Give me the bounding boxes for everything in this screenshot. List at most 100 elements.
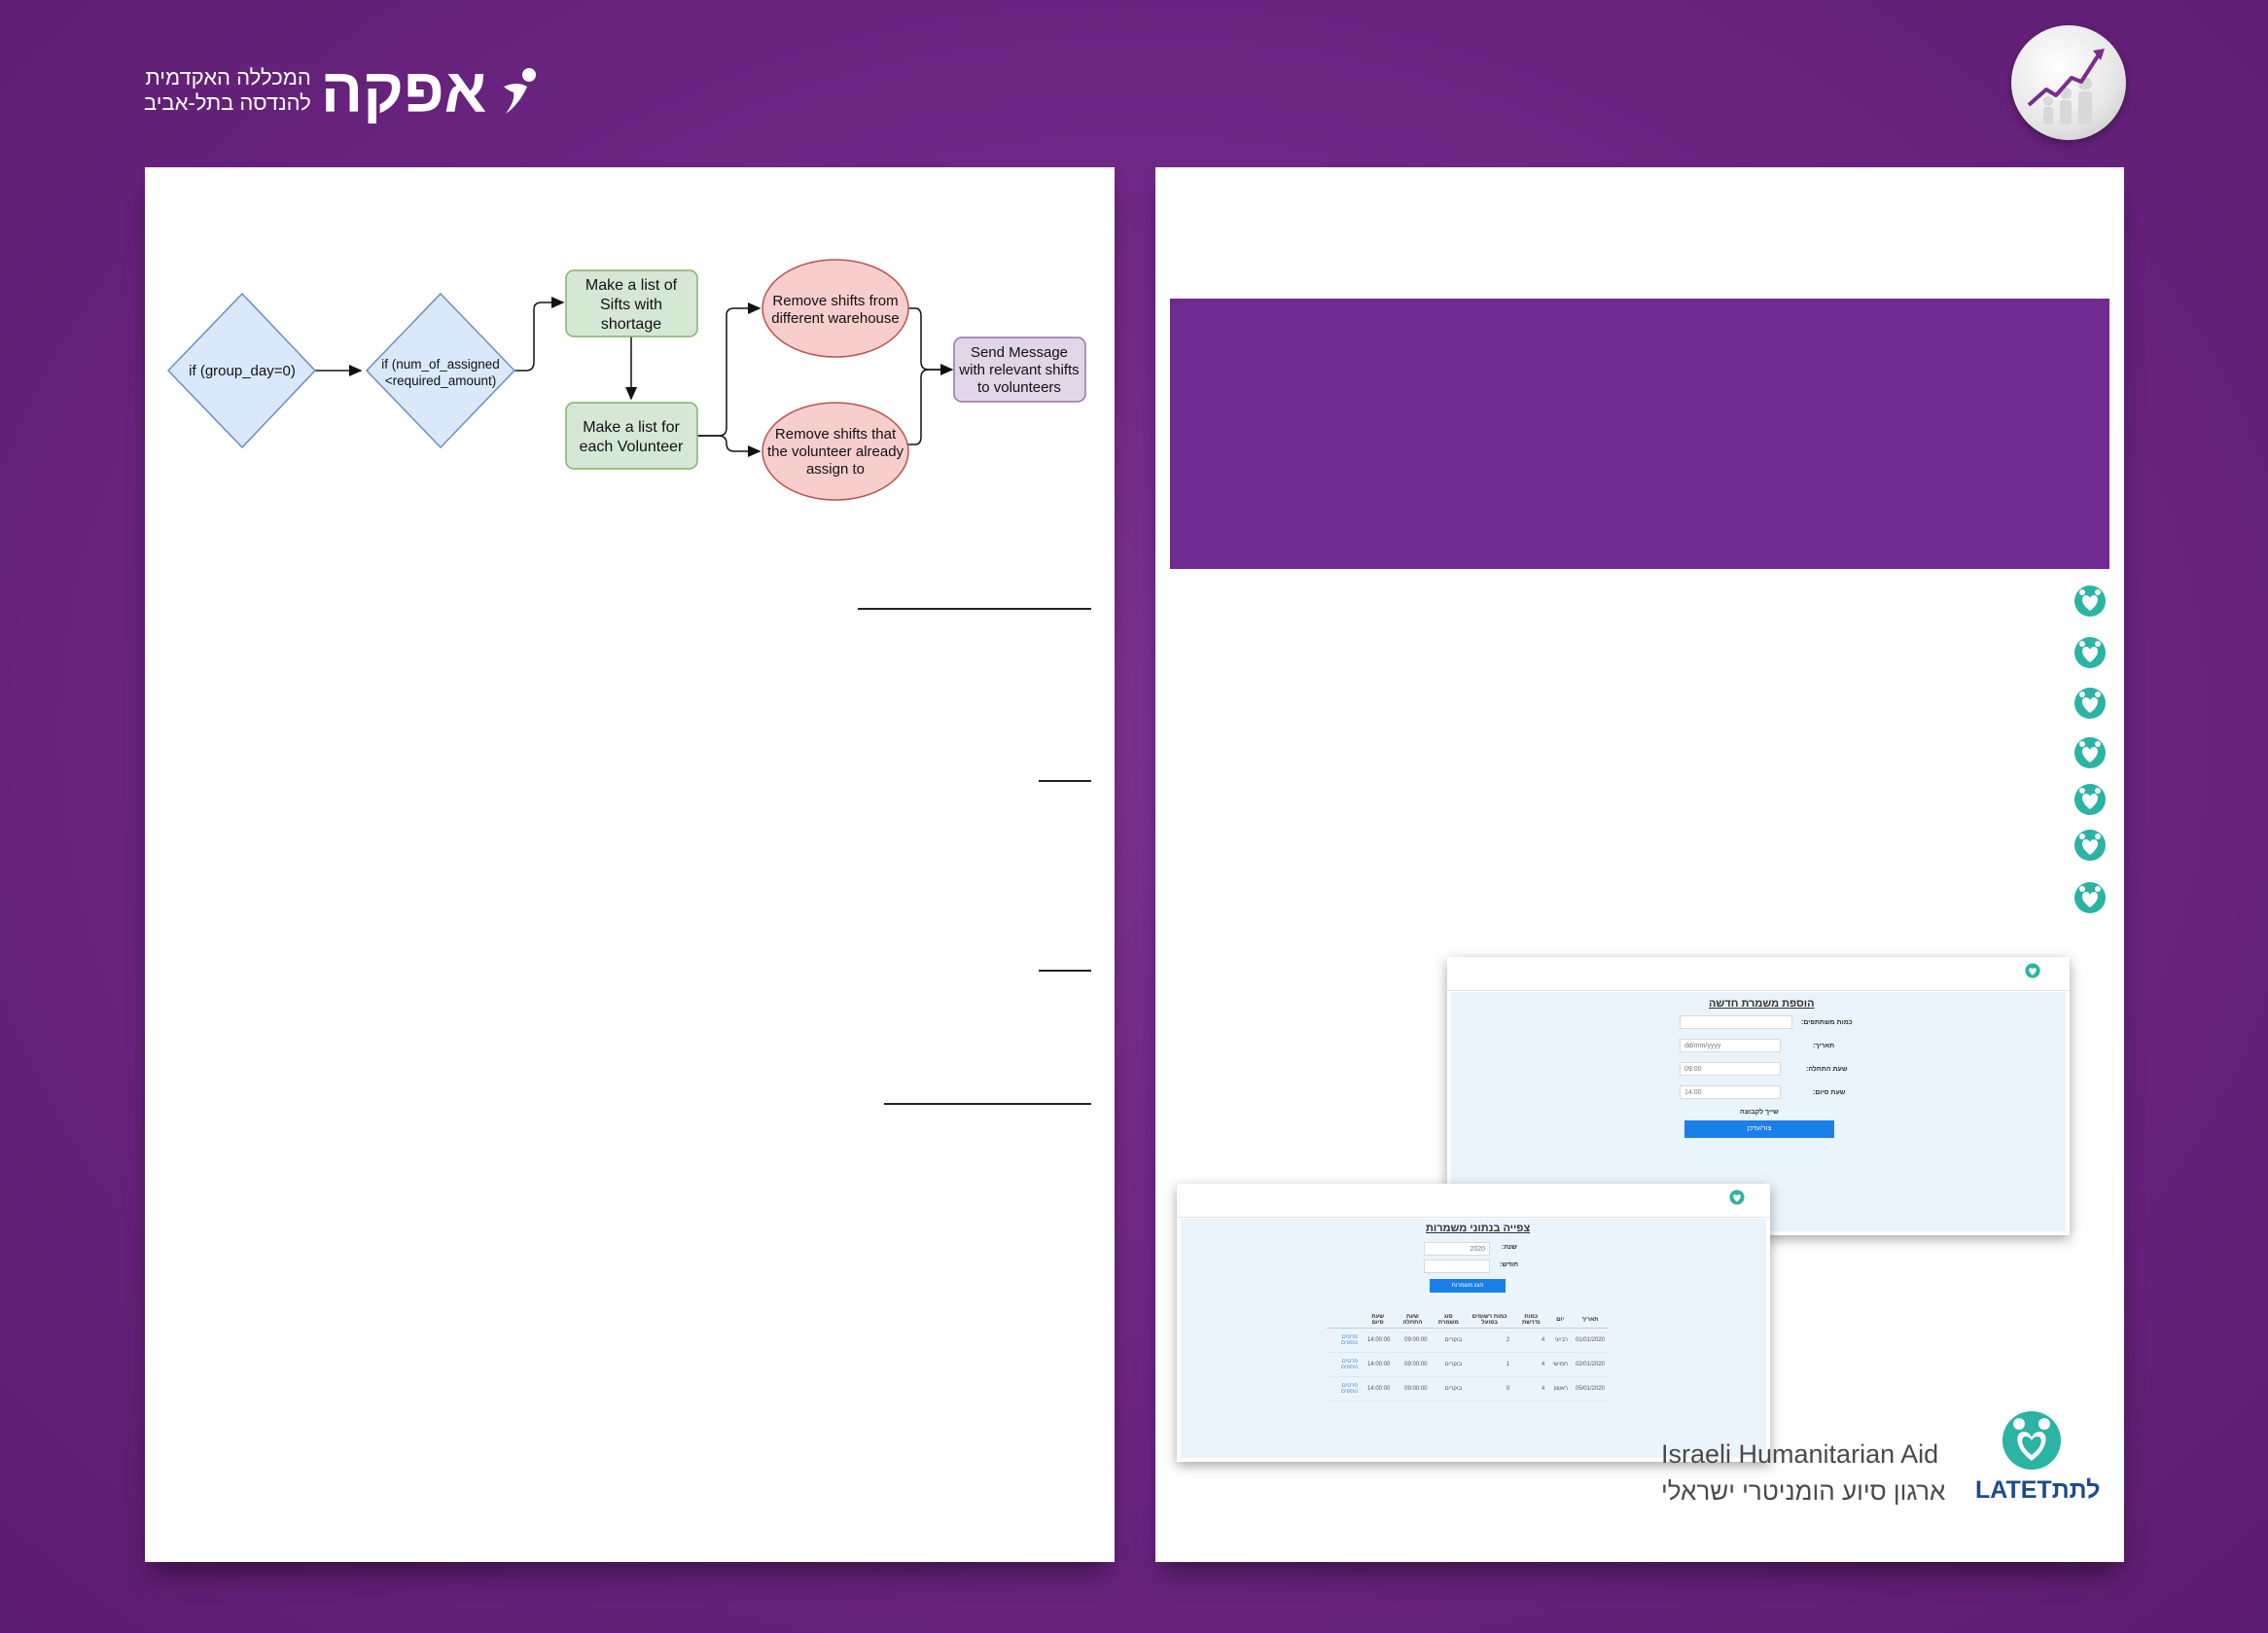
latet-hearts-icon — [2002, 1411, 2061, 1470]
table-cell: 14:00:00 — [1361, 1376, 1395, 1402]
edge-volunteer-to-warehouse — [697, 302, 762, 437]
left-slide-panel: if (group_day=0) if (num_of_assigned <re… — [145, 167, 1115, 1562]
logo-sub-line2: להנדסה בתל-אביב — [144, 90, 311, 115]
heading-underline-2 — [1039, 780, 1091, 782]
table-column-header: כמות רשומים בפועל — [1466, 1312, 1514, 1329]
table-cell: 4 — [1513, 1352, 1549, 1377]
table-cell: בוקרים — [1431, 1376, 1467, 1402]
latet-hebrew-name: ארגון סיוע הומניטרי ישראלי — [1661, 1476, 1946, 1506]
node-shortage-line2: Sifts with — [600, 297, 662, 313]
afeka-mark-icon — [504, 68, 537, 114]
edge-to-shortage — [514, 297, 565, 372]
table-cell: רביעי — [1548, 1328, 1572, 1353]
logo-title: אפקה — [320, 55, 487, 125]
node-warehouse-ellipse — [762, 259, 909, 358]
heart-bullet-icon — [2074, 688, 2106, 719]
view-shifts-area: צפייה בנתוני משמרות שנה: 2020 חודש: הצג … — [1181, 1219, 1766, 1458]
date-label: תאריך: — [1813, 1043, 1835, 1049]
start-time-input[interactable]: 09:00 — [1680, 1062, 1781, 1076]
heart-bullet-icon — [2074, 830, 2106, 861]
node-group-day-label: if (group_day=0) — [189, 363, 296, 379]
node-assigned-line1: Remove shifts that — [775, 426, 897, 443]
title-banner — [1170, 299, 2109, 569]
table-cell: 14:00:00 — [1361, 1352, 1395, 1377]
add-shift-screenshot: הוספת משמרת חדשה כמות משתתפים: תאריך: dd… — [1447, 957, 2070, 1235]
node-shortage-line1: Make a list of — [585, 277, 678, 294]
table-cell: ראשון — [1548, 1376, 1572, 1402]
group-checkbox-label[interactable]: שייך לקבוצה — [1740, 1109, 1779, 1116]
table-cell: 05/01/2020 — [1571, 1376, 1609, 1402]
node-volunteer-line1: Make a list for — [583, 419, 680, 436]
add-shift-title: הוספת משמרת חדשה — [1709, 998, 1815, 1010]
latet-small-icon — [1729, 1189, 1745, 1205]
node-warehouse-line1: Remove shifts from — [772, 293, 898, 309]
afeka-logo: המכללה האקדמית להנדסה בתל-אביב אפקה — [144, 55, 541, 125]
node-send-message-box — [953, 337, 1086, 403]
table-column-header: כמות נדרשת — [1513, 1312, 1549, 1329]
node-warehouse-line2: different warehouse — [771, 310, 899, 327]
heart-bullet-icon — [2074, 784, 2106, 815]
table-cell: 09:00:00 — [1394, 1352, 1432, 1377]
right-slide-panel: הוספת משמרת חדשה כמות משתתפים: תאריך: dd… — [1155, 167, 2124, 1562]
node-num-assigned-line1: if (num_of_assigned — [381, 357, 500, 372]
node-shortage-box — [565, 269, 698, 337]
table-cell: 1 — [1466, 1352, 1514, 1377]
table-cell: 14:00:00 — [1361, 1328, 1395, 1353]
node-group-day-diamond — [166, 292, 317, 449]
node-volunteer-line2: each Volunteer — [580, 439, 684, 455]
table-cell: 01/01/2020 — [1571, 1328, 1609, 1353]
table-cell: חמישי — [1548, 1352, 1572, 1377]
more-details-link[interactable]: פרטים נוספים — [1327, 1352, 1362, 1377]
node-volunteer-box — [565, 402, 698, 470]
latet-brand: LATETלתת — [1975, 1476, 2101, 1504]
node-send-line1: Send Message — [971, 344, 1068, 361]
more-details-link[interactable]: פרטים נוספים — [1327, 1328, 1362, 1353]
screenshot-nav — [1447, 957, 2070, 991]
heading-underline-1 — [858, 608, 1091, 610]
amount-label: כמות משתתפים: — [1801, 1019, 1853, 1026]
month-select[interactable] — [1424, 1260, 1490, 1273]
view-shifts-title: צפייה בנתוני משמרות — [1426, 1223, 1531, 1234]
table-cell: בוקרים — [1431, 1328, 1467, 1353]
table-cell: 0 — [1466, 1376, 1514, 1402]
table-cell: 02/01/2020 — [1571, 1352, 1609, 1377]
date-input[interactable]: dd/mm/yyyy — [1680, 1039, 1781, 1052]
edge-warehouse-to-send — [907, 307, 954, 375]
heart-bullet-icon — [2074, 737, 2106, 768]
create-update-button[interactable]: צור/עדכן — [1684, 1120, 1834, 1138]
node-num-assigned-diamond — [365, 292, 516, 449]
node-assigned-line2: the volunteer already — [767, 444, 904, 460]
end-label: שעת סיום: — [1813, 1089, 1846, 1096]
table-column-header: שעת התחלה — [1394, 1312, 1432, 1329]
table-column-header: יום — [1548, 1312, 1572, 1329]
amount-input[interactable] — [1680, 1015, 1792, 1029]
node-assigned-line3: assign to — [806, 461, 865, 478]
screenshot-nav — [1177, 1184, 1770, 1218]
end-time-input[interactable]: 14:00 — [1680, 1085, 1781, 1099]
heart-bullet-icon — [2074, 586, 2106, 617]
node-assigned-ellipse — [762, 402, 909, 501]
table-column-header: תאריך — [1571, 1312, 1609, 1329]
heart-bullet-icon — [2074, 882, 2106, 913]
year-select[interactable]: 2020 — [1424, 1242, 1490, 1256]
table-cell: 4 — [1513, 1376, 1549, 1402]
node-send-line3: to volunteers — [977, 379, 1061, 396]
node-num-assigned-line2: <required_amount) — [385, 373, 496, 388]
node-send-line2: with relevant shifts — [958, 362, 1079, 378]
edge-assigned-to-send — [907, 369, 952, 445]
more-details-link[interactable]: פרטים נוספים — [1327, 1376, 1362, 1402]
table-column-header-empty — [1327, 1312, 1362, 1329]
month-label: חודש: — [1500, 1261, 1519, 1268]
algorithm-flowchart: if (group_day=0) if (num_of_assigned <re… — [166, 259, 1086, 501]
table-column-header: סוג משמרת — [1431, 1312, 1467, 1329]
show-shifts-button[interactable]: הצג משמרות — [1430, 1279, 1506, 1293]
node-shortage-line3: shortage — [601, 316, 661, 333]
table-cell: 09:00:00 — [1394, 1328, 1432, 1353]
start-label: שעת התחלה: — [1806, 1066, 1848, 1073]
